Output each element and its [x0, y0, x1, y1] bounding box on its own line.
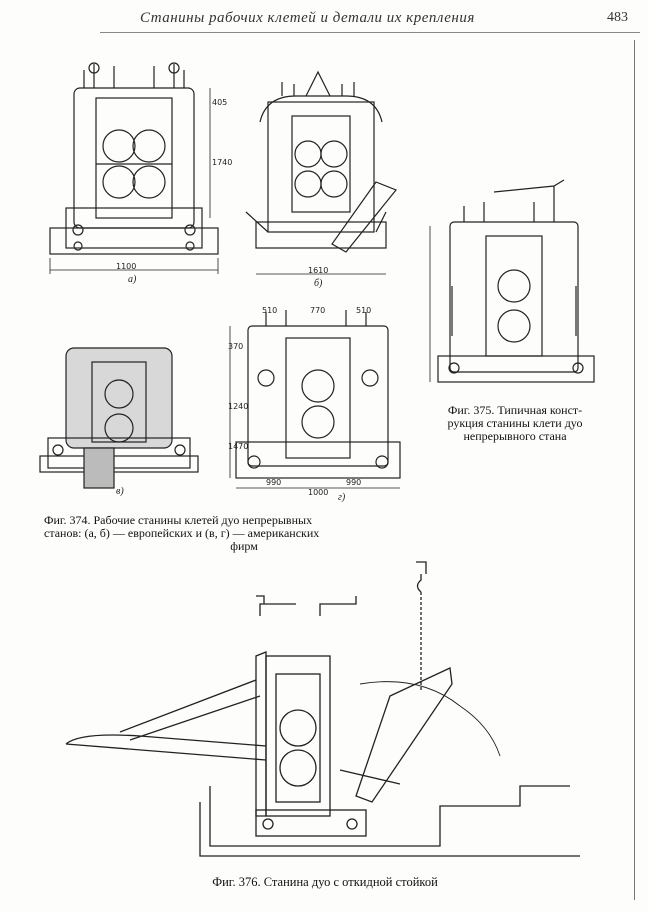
dim-g-h1: 370 [228, 342, 244, 351]
page-number: 483 [607, 10, 628, 25]
dim-g-top2: 770 [310, 306, 326, 315]
figure-374-caption-line3: фирм [230, 539, 258, 553]
figure-374v-drawing: в) [36, 338, 202, 498]
dim-g-h2: 1240 [228, 402, 249, 411]
figure-376-drawing [60, 556, 580, 874]
dim-g-w1: 990 [266, 478, 282, 487]
dim-a-width: 1100 [116, 262, 137, 271]
sublabel-b: б) [314, 278, 323, 289]
figure-375-caption: Фиг. 375. Типичная конст- рукция станины… [410, 404, 620, 443]
figure-374g-drawing: 1000 990 990 510 770 510 370 1240 1470 г… [226, 302, 412, 503]
dim-g-top1: 510 [262, 306, 278, 315]
figure-376-caption: Фиг. 376. Станина дуо с откидной стойкой [212, 875, 438, 889]
dim-g-width: 1000 [308, 488, 329, 497]
sublabel-v: в) [116, 486, 124, 497]
dim-b-width: 1610 [308, 266, 329, 275]
page-edge-line [634, 40, 635, 900]
running-header: Станины рабочих клетей и детали их крепл… [100, 8, 640, 33]
dim-g-w2: 990 [346, 478, 362, 487]
dim-a-top: 405 [212, 98, 228, 107]
figure-375-caption-line3: непрерывного стана [463, 429, 567, 443]
figure-375-caption-line1: Фиг. 375. Типичная конст- [447, 403, 583, 417]
figure-374-caption-line2: станов: (а, б) — европейских и (в, г) — … [44, 526, 320, 540]
sublabel-a: а) [128, 274, 137, 285]
dim-a-height: 1740 [212, 158, 233, 167]
header-rule [100, 32, 640, 33]
figure-375-drawing [424, 176, 608, 398]
dim-g-h3: 1470 [228, 442, 249, 451]
figure-375-caption-line2: рукция станины клети дуо [447, 416, 583, 430]
dim-g-top3: 510 [356, 306, 372, 315]
figure-374-caption-line1: Фиг. 374. Рабочие станины клетей дуо неп… [44, 513, 313, 527]
figure-374b-drawing: 1610 б) [236, 62, 406, 292]
figure-374-caption: Фиг. 374. Рабочие станины клетей дуо неп… [44, 514, 444, 553]
figure-374a-drawing: 1100 1740 405 а) [44, 58, 232, 288]
running-header-title: Станины рабочих клетей и детали их крепл… [140, 10, 475, 26]
sublabel-g: г) [338, 492, 346, 503]
